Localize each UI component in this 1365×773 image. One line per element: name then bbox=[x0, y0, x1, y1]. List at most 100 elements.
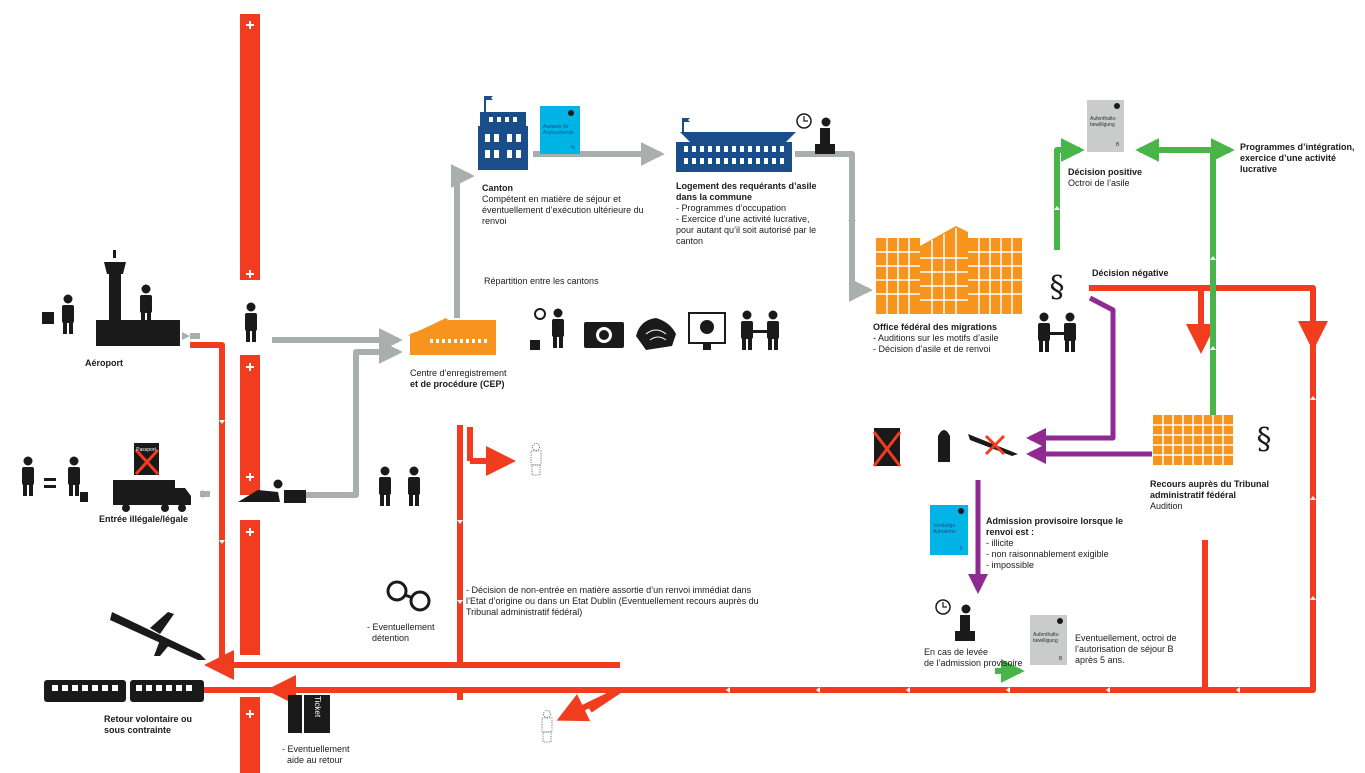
canton-building-icon bbox=[478, 96, 528, 170]
cep-label-line2: et de procédure (CEP) bbox=[410, 379, 505, 389]
traveler-icon bbox=[62, 294, 74, 334]
airport-label: Aéroport bbox=[85, 358, 123, 368]
red-arrowheads bbox=[204, 320, 1328, 722]
doc-permit-text: Aufenthalts-bewilligung bbox=[1090, 116, 1117, 128]
guard-icon bbox=[379, 466, 391, 506]
green-chevrons bbox=[1054, 206, 1216, 350]
housing-building-icon bbox=[676, 118, 796, 172]
gray-small-arrows bbox=[182, 220, 856, 498]
tribunal-building-icon bbox=[1153, 415, 1233, 465]
luggage-icon bbox=[42, 312, 54, 324]
interview-screen-icon bbox=[688, 312, 726, 350]
provisional-title: Admission provisoire lorsque le renvoi e… bbox=[986, 516, 1124, 537]
cep-label: Centre d’enregistrement et de procédure … bbox=[410, 368, 507, 390]
asylum-seeker-icon bbox=[408, 466, 420, 506]
negative-label: Décision négative bbox=[1092, 268, 1169, 278]
document-b-icon bbox=[1087, 100, 1124, 152]
applicant-icon bbox=[552, 308, 564, 348]
building-cep-icon bbox=[408, 318, 496, 355]
train-icon bbox=[44, 680, 204, 702]
ofm-title: Office fédéral des migrations bbox=[873, 322, 998, 332]
positive-title: Décision positive bbox=[1068, 167, 1143, 177]
person-hat-icon bbox=[22, 456, 34, 496]
fingerprint-icon bbox=[636, 318, 676, 350]
ticket-label: Ticket bbox=[313, 696, 322, 718]
departed-person-icon-2 bbox=[541, 710, 553, 743]
officer-icon bbox=[140, 284, 152, 324]
airport-group bbox=[42, 250, 180, 346]
waiting-person-icon-2 bbox=[955, 604, 975, 641]
green-flow-lines bbox=[995, 138, 1235, 683]
departed-person-icon bbox=[530, 443, 542, 476]
return-label: Retour volontaire ou sous contrainte bbox=[104, 714, 193, 735]
housing-block: Logement des requérants d’asile dans la … bbox=[676, 181, 826, 247]
handcuffs-icon bbox=[386, 580, 431, 612]
housing-item-1: Programmes d’occupation bbox=[676, 203, 826, 214]
camera-icon bbox=[584, 322, 624, 348]
lifting-label: En cas de levée de l’admission provisoir… bbox=[924, 647, 1023, 668]
detention-label: - Eventuellement détention bbox=[367, 622, 435, 643]
small-clock-icon bbox=[534, 308, 546, 320]
traveler-icon bbox=[68, 456, 80, 496]
integration-label: Programmes d’intégration, exercice d’une… bbox=[1240, 142, 1355, 174]
clock-icon-2 bbox=[935, 599, 951, 615]
cep-label-line1: Centre d’enregistrement bbox=[410, 368, 507, 378]
document-n-icon bbox=[540, 106, 580, 154]
canton-desc: Compétent en matière de séjour et éventu… bbox=[482, 194, 644, 226]
truck-icon bbox=[113, 480, 191, 512]
ofm-item-1: Auditions sur les motifs d’asile bbox=[873, 333, 1043, 344]
entry-label: Entrée illégale/légale bbox=[99, 514, 189, 524]
canton-title: Canton bbox=[482, 183, 513, 193]
doc-permit-text-2: Aufenthalts-bewilligung bbox=[1033, 632, 1060, 644]
airplane-icon bbox=[110, 612, 206, 660]
doc-asylum-letter: N bbox=[571, 145, 575, 151]
gray-flow-lines bbox=[190, 142, 873, 498]
clock-icon bbox=[796, 113, 812, 129]
waiting-person-icon bbox=[815, 117, 835, 154]
doc-permit-letter: B bbox=[1116, 142, 1120, 148]
red-chevrons bbox=[219, 396, 1316, 693]
ofm-block: Office fédéral des migrations Auditions … bbox=[873, 322, 1043, 355]
return-aid-label: - Eventuellement aide au retour bbox=[282, 744, 350, 765]
housing-title: Logement des requérants d’asile dans la … bbox=[676, 181, 817, 202]
airport-tower-icon bbox=[96, 250, 180, 346]
ofm-item-2: Décision d’asile et de renvoi bbox=[873, 344, 1043, 355]
permit-b-label: Eventuellement, octroi de l’autorisation… bbox=[1075, 633, 1177, 665]
document-b-icon-2 bbox=[1030, 615, 1067, 665]
interview-icon bbox=[741, 310, 779, 350]
crossed-person-icon bbox=[872, 428, 902, 467]
provisional-item-2: non raisonnablement exigible bbox=[986, 549, 1126, 560]
doc-provisional-text: Vorläufige Aufnahme bbox=[933, 523, 956, 535]
border-guard-icon bbox=[245, 302, 257, 342]
housing-item-2: Exercice d’une activité lucrative, pour … bbox=[676, 214, 826, 247]
kneeling-person-icon bbox=[238, 479, 306, 503]
tribunal-title: Recours auprès du Tribunal administratif… bbox=[1150, 479, 1270, 500]
cep-procedure-icons bbox=[530, 308, 779, 350]
nonentry-label: - Décision de non-entrée en matière asso… bbox=[466, 585, 759, 617]
crossed-plane-icon bbox=[968, 434, 1018, 456]
positive-block: Décision positive Octroi de l’asile bbox=[1068, 167, 1158, 189]
distribution-label: Répartition entre les cantons bbox=[484, 276, 599, 286]
doc-permit-letter-2: B bbox=[1059, 656, 1063, 662]
rocket-icon bbox=[938, 430, 950, 462]
tribunal-desc: Audition bbox=[1150, 501, 1183, 511]
positive-desc: Octroi de l’asile bbox=[1068, 178, 1130, 188]
hearing-icon bbox=[1038, 312, 1076, 352]
canton-block: Canton Compétent en matière de séjour et… bbox=[482, 183, 652, 227]
federal-office-building-icon bbox=[876, 226, 1022, 314]
purple-flow-lines bbox=[968, 295, 1152, 594]
provisional-item-1: illicite bbox=[986, 538, 1126, 549]
entry-group: Passport bbox=[22, 443, 191, 512]
border-bar bbox=[240, 14, 260, 773]
paragraph-icon: § bbox=[1050, 270, 1065, 305]
luggage-cart-icon bbox=[530, 340, 540, 350]
ticket-icon bbox=[288, 695, 330, 733]
doc-asylum-text: Ausweis für Asylsuchende bbox=[543, 124, 575, 136]
crossed-passport-icon bbox=[134, 443, 160, 476]
tribunal-paragraph-icon: § bbox=[1257, 422, 1272, 457]
provisional-item-3: impossible bbox=[986, 560, 1126, 571]
passport-text: Passport bbox=[136, 447, 156, 453]
provisional-block: Admission provisoire lorsque le renvoi e… bbox=[986, 516, 1126, 571]
doc-provisional-letter: F bbox=[960, 546, 964, 552]
